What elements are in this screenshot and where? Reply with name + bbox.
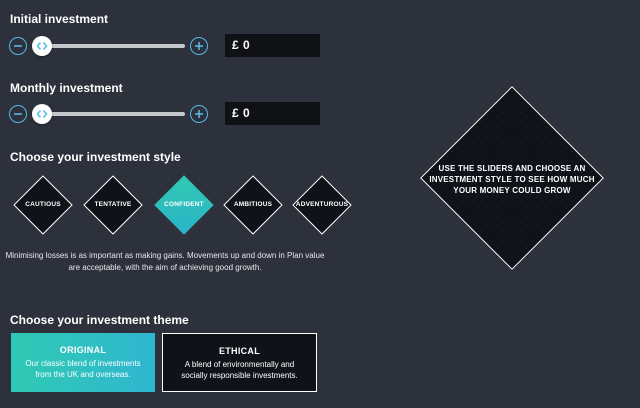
investment-style-description: Minimising losses is as important as mak…: [5, 251, 325, 272]
initial-investment-slider-handle[interactable]: [32, 36, 52, 56]
theme-option-ethical[interactable]: ETHICAL A blend of environmentally and s…: [162, 333, 317, 392]
initial-investment-increase-button[interactable]: [190, 37, 208, 55]
style-option-label: AMBITIOUS: [233, 201, 273, 208]
initial-investment-title: Initial investment: [10, 12, 109, 26]
style-option-label: TENTATIVE: [94, 201, 132, 208]
monthly-investment-slider-handle[interactable]: [32, 104, 52, 124]
monthly-investment-slider-track[interactable]: [41, 112, 185, 116]
investment-theme-title: Choose your investment theme: [10, 313, 189, 327]
monthly-investment-amount-input[interactable]: £ 0: [225, 102, 320, 125]
theme-option-title: ORIGINAL: [59, 345, 107, 355]
slider-handle-icon: [36, 42, 48, 50]
result-panel: USE THE SLIDERS AND CHOOSE AN INVESTMENT…: [420, 86, 604, 270]
plus-icon: [195, 42, 203, 50]
theme-option-description: Our classic blend of investments from th…: [25, 359, 141, 379]
initial-investment-slider-track[interactable]: [41, 44, 185, 48]
monthly-investment-title: Monthly investment: [10, 81, 123, 95]
style-option-label: CONFIDENT: [164, 201, 204, 208]
monthly-investment-slider-row: £ 0: [9, 102, 329, 126]
initial-investment-amount-input[interactable]: £ 0: [225, 34, 320, 57]
plus-icon: [195, 110, 203, 118]
monthly-investment-increase-button[interactable]: [190, 105, 208, 123]
initial-investment-decrease-button[interactable]: [9, 37, 27, 55]
slider-handle-icon: [36, 110, 48, 118]
style-option-label: CAUTIOUS: [25, 201, 61, 208]
style-option-label: ADVENTUROUS: [295, 201, 349, 208]
theme-option-original[interactable]: ORIGINAL Our classic blend of investment…: [11, 333, 155, 392]
style-option-cautious[interactable]: CAUTIOUS: [13, 175, 73, 235]
initial-investment-slider-row: £ 0: [9, 34, 329, 58]
minus-icon: [14, 113, 22, 115]
style-option-confident[interactable]: CONFIDENT: [154, 175, 214, 235]
minus-icon: [14, 45, 22, 47]
result-message: USE THE SLIDERS AND CHOOSE AN INVESTMENT…: [429, 164, 595, 195]
style-option-adventurous[interactable]: ADVENTUROUS: [292, 175, 352, 235]
theme-option-title: ETHICAL: [218, 346, 261, 356]
style-option-tentative[interactable]: TENTATIVE: [83, 175, 143, 235]
monthly-investment-decrease-button[interactable]: [9, 105, 27, 123]
investment-style-title: Choose your investment style: [10, 150, 181, 164]
theme-option-description: A blend of environmentally and socially …: [181, 360, 298, 380]
style-option-ambitious[interactable]: AMBITIOUS: [223, 175, 283, 235]
